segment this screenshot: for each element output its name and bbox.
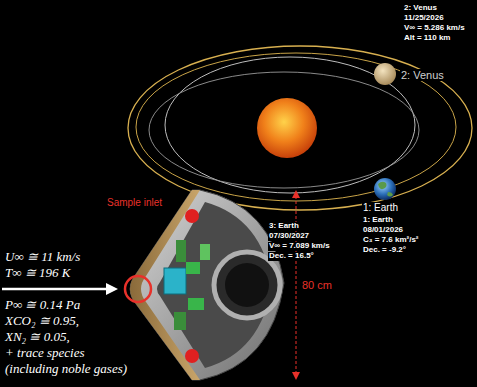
flyby-velocity: V∞ = 5.286 km/s	[403, 24, 466, 33]
dimension-line	[292, 190, 300, 380]
entry-capsule	[125, 190, 284, 380]
earth-land	[378, 182, 393, 197]
flow-condition: T∞ ≅ 196 K	[4, 266, 71, 280]
launch-energy: C₃ = 7.6 km²/s²	[362, 236, 420, 245]
transfer-orbit	[136, 53, 456, 201]
flow-condition: XN₂ ≅ 0.05,	[4, 330, 71, 344]
venus-planet	[374, 63, 396, 85]
launch-declination: Dec. = -9.2°	[362, 246, 407, 255]
flow-condition: + trace species	[4, 346, 86, 360]
earth-planet	[374, 178, 396, 200]
flow-arrow	[2, 288, 108, 291]
flow-condition: XCO₂ ≅ 0.95,	[4, 314, 80, 328]
arrival-declination: Dec. = 16.5°	[268, 252, 315, 261]
callout-label: Sample inlet	[106, 197, 163, 208]
arrival-velocity: V∞ = 7.089 km/s	[268, 242, 331, 251]
launch-title: 1: Earth	[362, 216, 394, 225]
planet-label: 2: Venus	[400, 69, 445, 81]
launch-date: 08/01/2026	[362, 226, 404, 235]
sample-inlet-marker	[125, 276, 151, 302]
arrow-head	[106, 283, 118, 295]
flyby-title: 2: Venus	[403, 4, 438, 13]
flow-condition: (including noble gases)	[4, 362, 128, 376]
dimension-label: 80 cm	[301, 279, 333, 291]
earth-orbit	[128, 46, 472, 210]
arrival-date: 07/30/2027	[268, 232, 310, 241]
flow-condition: P∞ ≅ 0.14 Pa	[4, 298, 81, 312]
arrival-title: 3: Earth	[268, 222, 300, 231]
venus-orbit	[165, 57, 415, 193]
flow-condition: U∞ ≅ 11 km/s	[4, 250, 81, 264]
transfer-orbit	[149, 72, 419, 188]
flyby-date: 11/25/2026	[403, 14, 445, 23]
sun	[257, 98, 317, 158]
flyby-altitude: Alt = 110 km	[403, 34, 451, 43]
planet-label: 1: Earth	[362, 202, 399, 213]
